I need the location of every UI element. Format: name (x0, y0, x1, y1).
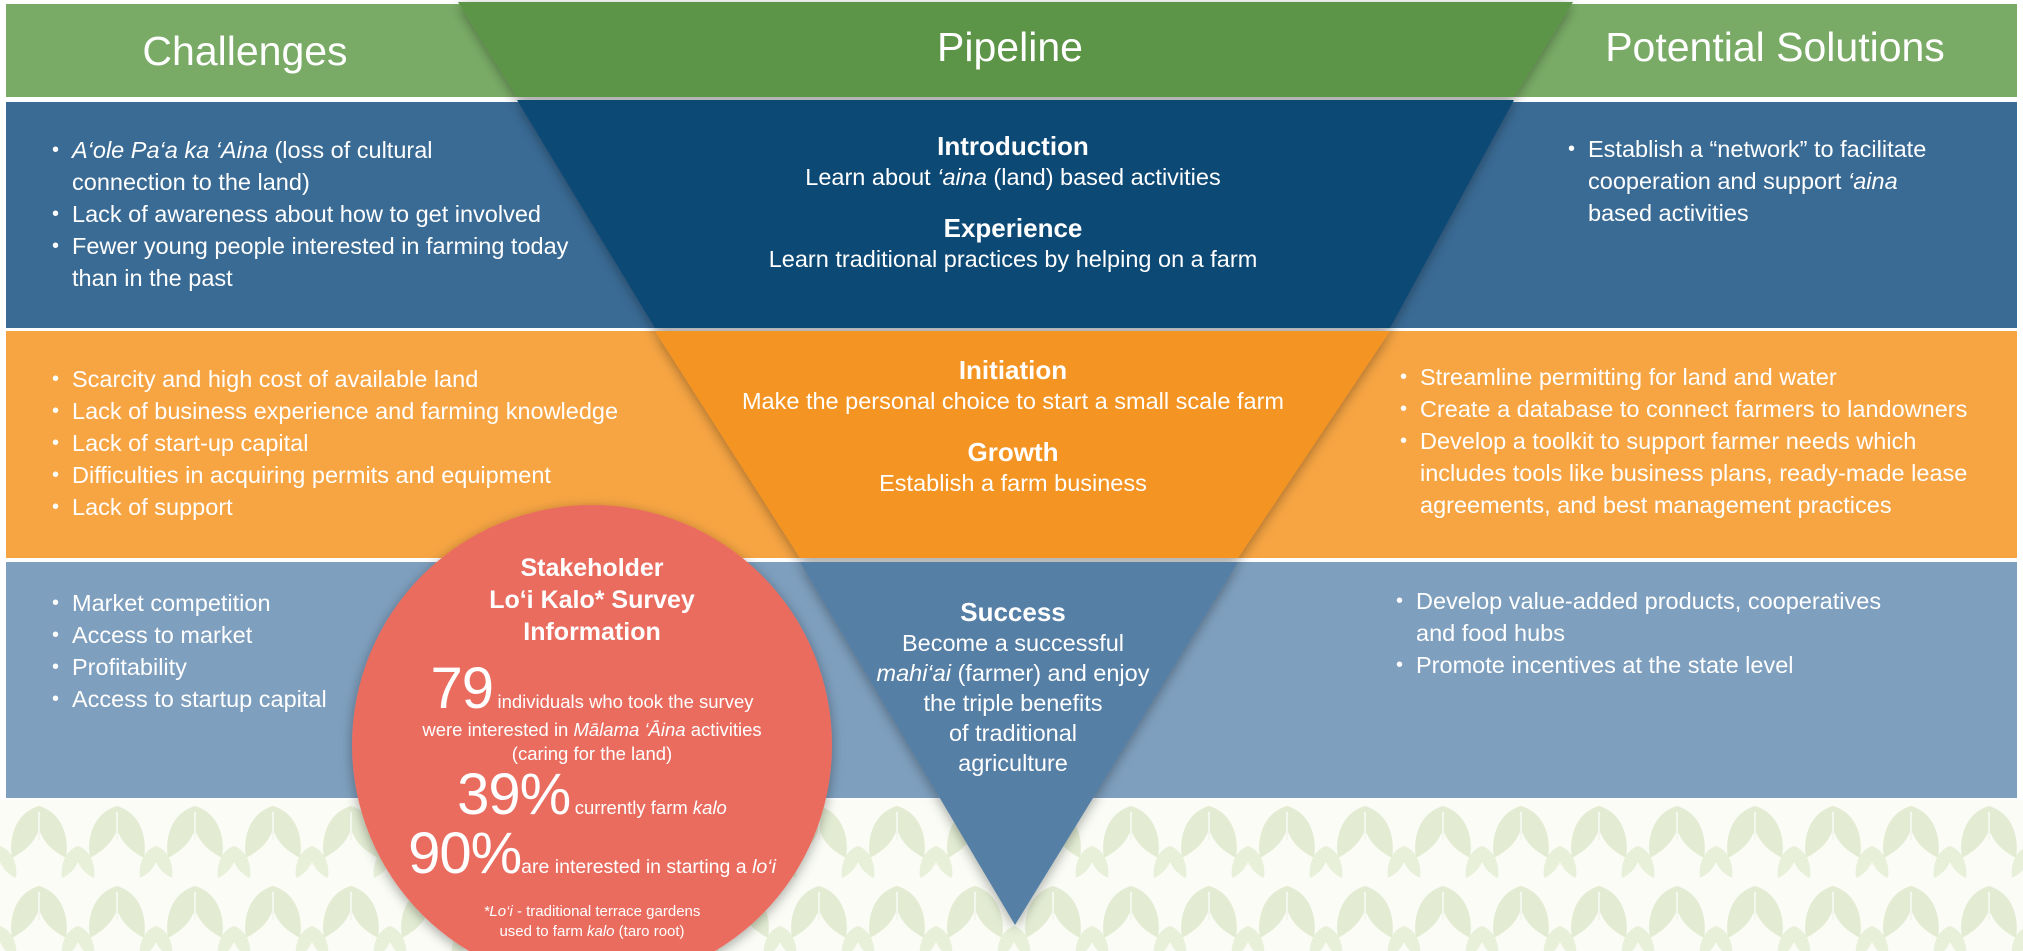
stage-description: Learn traditional practices by helping o… (768, 246, 1258, 272)
survey-title-line: Lo‘i Kalo* Survey (489, 586, 695, 614)
solutions-list-row3: Develop value-added products, cooperativ… (1396, 585, 1996, 681)
solution-item: Create a database to connect farmers to … (1400, 393, 2015, 425)
solutions-list-row2: Streamline permitting for land and water… (1400, 361, 2015, 521)
pipeline-header: Pipeline (937, 24, 1083, 70)
challenge-item-continued: than in the past (72, 265, 233, 291)
challenges-list-row2: Scarcity and high cost of available land… (52, 363, 652, 523)
challenge-item-continued: connection to the land) (72, 169, 310, 195)
stat-line: 79 individuals who took the survey (430, 656, 754, 721)
survey-title-line: Stakeholder (520, 554, 664, 582)
survey-stat-90: 90%are interested in starting a lo‘i (408, 821, 776, 886)
stat-line: were interested in Mālama ‘Āina activiti… (422, 719, 762, 740)
challenge-item: Access to market (52, 619, 372, 651)
stage-title: Growth (967, 437, 1059, 467)
solutions-list-row1: Establish a “network” to facilitate coop… (1568, 133, 2008, 229)
funnel-segment-introduction-experience (517, 100, 1514, 328)
solution-item-continued: cooperation and support ‘aina (1588, 168, 1898, 194)
stage-title: Experience (943, 213, 1083, 243)
solution-item-continued: based activities (1588, 200, 1749, 226)
challenge-item: Lack of awareness about how to get invol… (52, 198, 612, 230)
funnel-segment-initiation-growth (655, 331, 1390, 558)
solution-item: Develop value-added products, cooperativ… (1396, 585, 1996, 617)
stat-line: (caring for the land) (511, 743, 673, 764)
funnel-segment-header (458, 2, 1573, 97)
survey-title-line: Information (523, 618, 661, 646)
solution-item-continued: agreements, and best management practice… (1420, 492, 1892, 518)
challenge-item: Scarcity and high cost of available land (52, 363, 652, 395)
solution-item: Streamline permitting for land and water (1400, 361, 2015, 393)
stage-description-line: of traditional (948, 720, 1078, 746)
stage-description-line: the triple benefits (923, 690, 1103, 716)
survey-title: Stakeholder Lo‘i Kalo* Survey Informatio… (392, 552, 792, 648)
stage-description-line: agriculture (958, 750, 1068, 776)
footnote-line: *Lo‘i - traditional terrace gardens (483, 903, 701, 920)
stat-number: 79 (430, 656, 494, 721)
survey-circle (352, 505, 832, 951)
challenges-list-row1: A‘ole Pa‘a ka ‘Aina (loss of cultural co… (52, 134, 612, 294)
solution-item: Establish a “network” to facilitate (1568, 133, 2008, 165)
footnote-line: used to farm kalo (taro root) (499, 923, 685, 940)
stage-description: Establish a farm business (879, 470, 1147, 496)
solution-item: Develop a toolkit to support farmer need… (1400, 425, 2015, 457)
challenge-item: Lack of business experience and farming … (52, 395, 652, 427)
stage-growth: Growth Establish a farm business (713, 436, 1313, 498)
solution-item: Promote incentives at the state level (1396, 649, 1996, 681)
challenge-item: Access to startup capital (52, 683, 372, 715)
challenge-item: Fewer young people interested in farming… (52, 230, 612, 262)
stage-experience: Experience Learn traditional practices b… (713, 212, 1313, 274)
stage-initiation: Initiation Make the personal choice to s… (713, 354, 1313, 416)
survey-footnote: *Lo‘i - traditional terrace gardens used… (392, 902, 792, 942)
challenge-item: Lack of support (52, 491, 652, 523)
stage-title: Success (960, 597, 1066, 627)
challenge-item: Profitability (52, 651, 372, 683)
stage-description: Make the personal choice to start a smal… (741, 388, 1285, 414)
stage-title: Initiation (958, 355, 1068, 385)
stat-number: 90% (408, 821, 522, 886)
challenges-header: Challenges (142, 28, 348, 74)
solution-item-continued: includes tools like business plans, read… (1420, 460, 1968, 486)
funnel-segment-success (800, 562, 1238, 925)
challenge-item: A‘ole Pa‘a ka ‘Aina (loss of cultural (52, 134, 612, 166)
stage-description: Learn about ‘aina (land) based activitie… (805, 164, 1221, 190)
challenge-item: Difficulties in acquiring permits and eq… (52, 459, 652, 491)
survey-stat-79: 79 individuals who took the survey were … (392, 660, 792, 766)
stage-description-line: mahi‘ai (farmer) and enjoy (876, 660, 1150, 686)
stat-number: 39% (457, 762, 571, 827)
stage-description-line: Become a successful (901, 630, 1125, 656)
solution-item-continued: and food hubs (1416, 620, 1565, 646)
stage-title: Introduction (937, 131, 1089, 161)
challenge-item: Lack of start-up capital (52, 427, 652, 459)
solutions-header: Potential Solutions (1605, 24, 1945, 70)
stage-introduction: Introduction Learn about ‘aina (land) ba… (713, 130, 1313, 192)
challenge-item: Market competition (52, 587, 372, 619)
challenges-list-row3: Market competition Access to market Prof… (52, 587, 372, 715)
survey-stat-39: 39% currently farm kalo (457, 762, 727, 827)
stage-success: Success Become a successful mahi‘ai (far… (863, 596, 1163, 778)
